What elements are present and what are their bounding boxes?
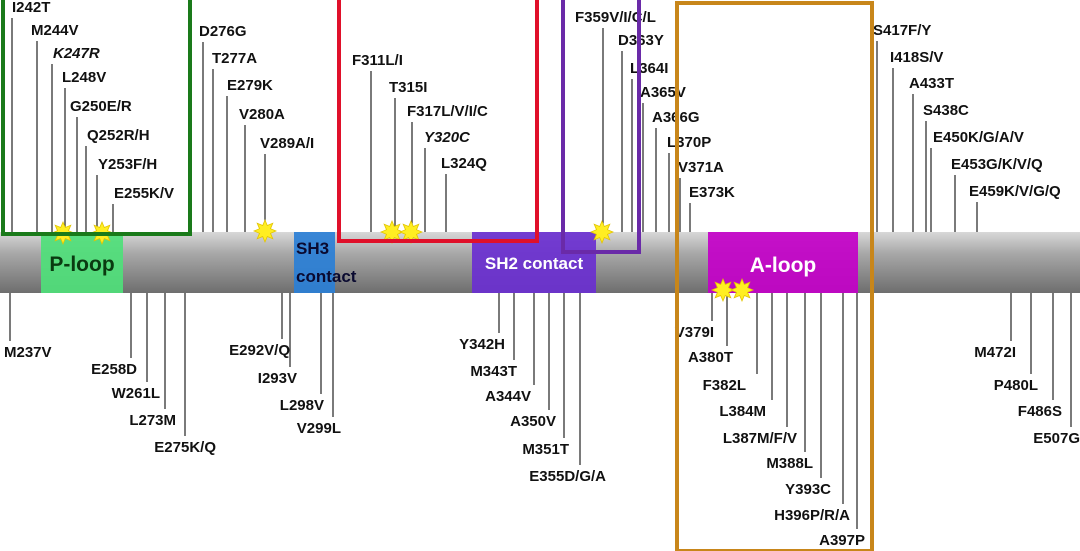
mutation-label-lower: E258D [91, 361, 137, 378]
domain-ploop [41, 232, 123, 293]
mutation-label-lower: E292V/Q [229, 342, 290, 359]
highlight-box-green [1, 0, 192, 236]
hotspot-markers [50, 218, 755, 303]
domain-aloop [708, 232, 858, 293]
hotspot-star [252, 218, 278, 244]
highlight-box-purple [561, 0, 641, 254]
mutation-label-lower: A397P [819, 532, 865, 549]
mutation-label-lower: M351T [522, 441, 569, 458]
mutation-label-lower: L298V [280, 397, 324, 414]
mutation-label-lower: E507G [1033, 430, 1080, 447]
mutation-label-lower: I293V [258, 370, 297, 387]
mutation-label-upper: E255K/V [114, 185, 174, 202]
mutation-label-lower: V299L [297, 420, 341, 437]
mutation-label-lower: Y342H [459, 336, 505, 353]
mutation-label-upper: E450K/G/A/V [933, 129, 1024, 146]
mutation-label-upper: Y253F/H [98, 156, 157, 173]
mutation-label-upper: E459K/V/G/Q [969, 183, 1061, 200]
domain-label-sh2: SH2 contact [485, 254, 584, 273]
domains: P-loop SH3 contact SH2 contact A-loop [41, 232, 858, 293]
mutation-label-upper: E373K [689, 184, 735, 201]
mutation-label-upper: S417F/Y [873, 22, 931, 39]
domain-sh3 [294, 232, 335, 293]
mutation-label-upper: V289A/I [260, 135, 314, 152]
mutation-label-lower: Y393C [785, 481, 831, 498]
mutation-label-upper: T315I [389, 79, 427, 96]
mutation-label-lower: A344V [485, 388, 531, 405]
mutation-label-lower: V379I [675, 324, 714, 341]
mutation-label-upper: V280A [239, 106, 285, 123]
mutation-label-lower: M237V [4, 344, 52, 361]
mutation-label-lower: L273M [129, 412, 176, 429]
highlight-box-red [337, 0, 539, 243]
mutation-label-lower: F486S [1018, 403, 1062, 420]
hotspot-star [710, 277, 736, 303]
mutation-label-upper: L370P [667, 134, 711, 151]
highlight-boxes [1, 0, 874, 551]
mutation-label-upper: Q252R/H [87, 127, 150, 144]
mutation-label-upper: L364I [630, 60, 668, 77]
mutation-label-upper: E279K [227, 77, 273, 94]
mutation-label-upper: F317L/V/I/C [407, 103, 488, 120]
mutation-label-lower: M472I [974, 344, 1016, 361]
mutation-label-lower: L387M/F/V [723, 430, 797, 447]
domain-label-ploop: P-loop [49, 253, 114, 276]
mutation-label-upper: A365V [640, 84, 686, 101]
mutation-label-upper: A433T [909, 75, 954, 92]
mutation-label-lower: M388L [766, 455, 813, 472]
mutation-label-upper: T277A [212, 50, 257, 67]
mutation-label-upper: V371A [678, 159, 724, 176]
hotspot-star [729, 277, 755, 303]
mutation-label-upper: E453G/K/V/Q [951, 156, 1043, 173]
hotspot-star [589, 219, 615, 245]
mutation-label-upper: Y320C [424, 129, 471, 146]
mutation-label-lower: H396P/R/A [774, 507, 850, 524]
leader-lines [9, 18, 1072, 529]
mutation-label-lower: E355D/G/A [529, 468, 606, 485]
highlight-box-orange [675, 1, 874, 551]
mutation-labels: I242T M244V K247R L248V G250E/R Q252R/H Y253F/… [4, 0, 1080, 549]
mutation-label-lower: E275K/Q [154, 439, 216, 456]
mutation-label-upper: L248V [62, 69, 106, 86]
mutation-label-upper: I418S/V [890, 49, 943, 66]
mutation-label-lower: M343T [470, 363, 517, 380]
mutation-label-lower: P480L [994, 377, 1038, 394]
mutation-label-lower: A380T [688, 349, 733, 366]
mutation-label-upper: G250E/R [70, 98, 132, 115]
mutation-label-upper: S438C [923, 102, 969, 119]
domain-label-aloop: A-loop [750, 254, 816, 277]
mutation-label-lower: F382L [703, 377, 746, 394]
mutation-label-upper: I242T [12, 0, 50, 16]
mutation-label-upper: F311L/I [352, 52, 403, 69]
mutation-label-upper: F359V/I/C/L [575, 9, 656, 26]
mutation-label-lower: W261L [112, 385, 160, 402]
mutation-label-upper: K247R [53, 45, 100, 62]
mutation-label-upper: L324Q [441, 155, 487, 172]
mutation-label-upper: D276G [199, 23, 247, 40]
mutation-label-upper: M244V [31, 22, 79, 39]
domain-label-sh3: SH3 contact [296, 239, 357, 286]
mutation-label-lower: A350V [510, 413, 556, 430]
mutation-label-lower: L384M [719, 403, 766, 420]
